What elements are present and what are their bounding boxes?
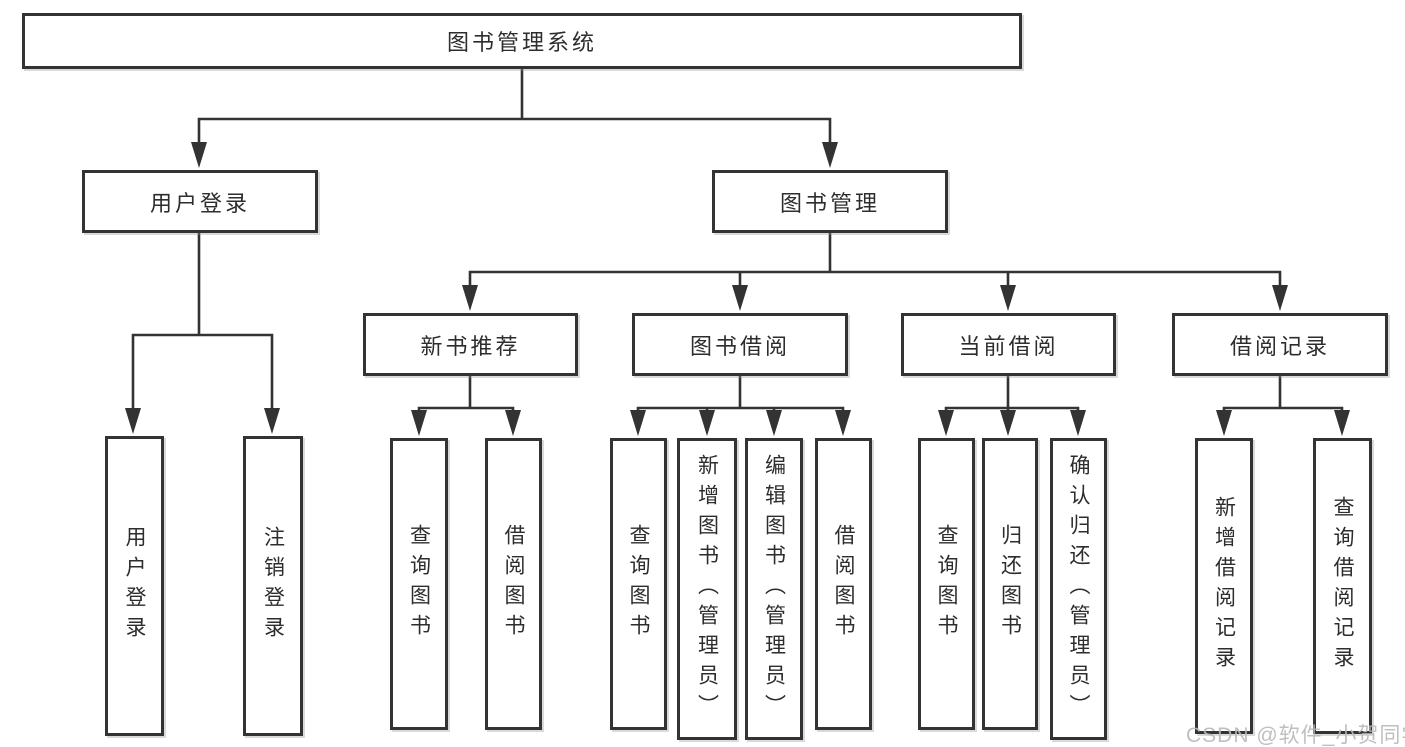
arrowheads [125,142,1350,436]
node-leaf-user-login-label: 用户登录 [123,526,146,646]
node-book-borrowing-label: 图书借阅 [689,333,790,359]
arrowhead-icon [1272,285,1288,311]
node-leaf-borrow-books-2-label: 借阅图书 [832,524,855,644]
node-book-management-label: 图书管理 [779,190,880,216]
node-new-book-recommend: 新书推荐 [363,313,578,376]
node-leaf-query-books-2: 查询图书 [610,438,667,730]
connector-root-to-level2 [197,66,832,147]
connector-borrowrecord-branch [1222,374,1344,415]
arrowhead-icon [835,410,851,436]
node-library-management-system-label: 图书管理系统 [446,30,597,55]
arrowhead-icon [1334,410,1350,436]
connector-bookmgmt-to-level3 [468,231,1282,290]
node-leaf-logout: 注销登录 [243,436,303,736]
arrowhead-icon [699,410,715,436]
node-current-borrowing: 当前借阅 [901,313,1116,376]
arrowhead-icon [191,142,207,168]
arrowhead-icon [766,410,782,436]
connector-userlogin-branch [131,231,274,414]
node-leaf-query-borrow-record-label: 查询借阅记录 [1331,496,1354,676]
node-leaf-query-books-2-label: 查询图书 [627,524,650,644]
node-leaf-query-books-3: 查询图书 [918,438,975,730]
node-borrowing-records-label: 借阅记录 [1229,333,1330,359]
arrowhead-icon [732,285,748,311]
node-leaf-query-books-3-label: 查询图书 [935,524,958,644]
node-leaf-edit-books-admin: 编辑图书（管理员） [745,438,803,740]
connector-newbookrec-branch [417,374,515,415]
node-leaf-confirm-return-admin: 确认归还（管理员） [1050,438,1107,740]
node-leaf-query-books-1: 查询图书 [390,438,448,730]
node-leaf-add-books-admin: 新增图书（管理员） [677,438,737,740]
csdn-watermark: CSDN @软件_小贺同学 [1186,724,1405,747]
node-leaf-borrow-books-1-label: 借阅图书 [502,524,525,644]
arrowhead-icon [1000,410,1016,436]
node-book-borrowing: 图书借阅 [632,313,848,376]
node-leaf-return-books-label: 归还图书 [998,524,1022,644]
node-leaf-borrow-books-1: 借阅图书 [485,438,542,730]
node-leaf-query-borrow-record: 查询借阅记录 [1313,438,1372,734]
node-user-login-group: 用户登录 [82,170,318,233]
arrowhead-icon [630,410,646,436]
arrowhead-icon [462,285,478,311]
node-user-login-group-label: 用户登录 [149,190,250,216]
arrowhead-icon [264,408,280,434]
node-leaf-borrow-books-2: 借阅图书 [815,438,872,730]
connector-lines [131,66,1344,415]
node-leaf-add-books-admin-label: 新增图书（管理员） [695,454,719,724]
node-leaf-add-borrow-record: 新增借阅记录 [1195,438,1253,734]
arrowhead-icon [1216,410,1232,436]
connector-currentborrow-branch [944,374,1080,415]
node-library-management-system: 图书管理系统 [22,13,1022,69]
arrowhead-icon [1000,285,1016,311]
node-leaf-query-books-1-label: 查询图书 [407,524,431,644]
node-borrowing-records: 借阅记录 [1172,313,1388,376]
node-current-borrowing-label: 当前借阅 [958,333,1059,359]
node-new-book-recommend-label: 新书推荐 [420,333,521,359]
arrowhead-icon [505,410,521,436]
arrowhead-icon [938,410,954,436]
connector-bookborrow-branch [636,374,845,415]
node-leaf-user-login: 用户登录 [105,436,164,736]
node-leaf-add-borrow-record-label: 新增借阅记录 [1212,496,1236,676]
arrowhead-icon [125,408,141,434]
node-leaf-edit-books-admin-label: 编辑图书（管理员） [762,454,786,724]
node-leaf-logout-label: 注销登录 [261,526,285,646]
arrowhead-icon [1070,410,1086,436]
node-book-management: 图书管理 [712,170,948,233]
node-leaf-return-books: 归还图书 [982,438,1038,730]
arrowhead-icon [411,410,427,436]
arrowhead-icon [822,142,838,168]
node-leaf-confirm-return-admin-label: 确认归还（管理员） [1067,454,1090,724]
